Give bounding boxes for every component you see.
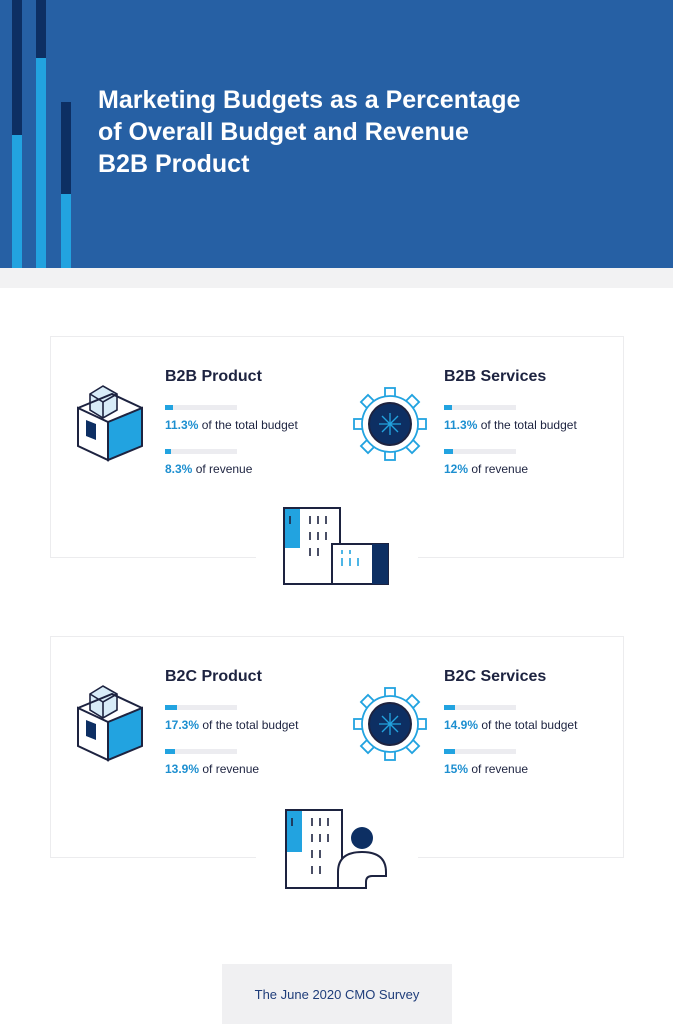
revenue-stat: 15% of revenue xyxy=(444,749,644,779)
stat-value: 8.3% xyxy=(165,462,193,476)
progress-track xyxy=(165,405,237,410)
progress-track xyxy=(444,705,516,710)
footer-source: The June 2020 CMO Survey xyxy=(222,964,452,1024)
progress-track xyxy=(165,705,237,710)
header-banner: Marketing Budgets as a Percentage of Ove… xyxy=(0,0,673,268)
category-label: B2B Services xyxy=(444,368,547,385)
building-person-icon xyxy=(285,809,387,889)
stat-text: of revenue xyxy=(199,762,260,776)
stat-text: of the total budget xyxy=(477,418,577,432)
progress-fill xyxy=(165,705,177,710)
gear-icon xyxy=(353,387,427,461)
progress-fill xyxy=(165,749,175,754)
stat-text: of revenue xyxy=(468,462,529,476)
revenue-stat: 12% of revenue xyxy=(444,449,644,479)
progress-fill xyxy=(444,405,452,410)
budget-stat: 14.9% of the total budget xyxy=(444,705,644,735)
progress-track xyxy=(444,749,516,754)
stat-value: 11.3% xyxy=(165,418,199,432)
decorative-bar xyxy=(36,0,46,268)
progress-track xyxy=(444,405,516,410)
stat-value: 14.9% xyxy=(444,718,479,732)
page-title: Marketing Budgets as a Percentage of Ove… xyxy=(98,84,638,180)
budget-stat: 11.3% of the total budget xyxy=(165,405,365,435)
divider-band xyxy=(0,268,673,288)
stat-value: 15% xyxy=(444,762,469,776)
stat-text: of the total budget xyxy=(198,418,298,432)
progress-fill xyxy=(165,405,173,410)
progress-fill xyxy=(444,449,453,454)
title-line: of Overall Budget and Revenue xyxy=(98,118,469,146)
progress-fill xyxy=(444,705,455,710)
b2b-card xyxy=(50,336,624,558)
box-icon xyxy=(77,685,143,762)
b2c-card xyxy=(50,636,624,858)
gear-icon xyxy=(353,687,427,761)
progress-track xyxy=(444,449,516,454)
stat-text: of the total budget xyxy=(199,718,299,732)
decorative-bar xyxy=(61,102,71,268)
category-label: B2C Services xyxy=(444,668,547,685)
budget-stat: 17.3% of the total budget xyxy=(165,705,365,735)
title-line: B2B Product xyxy=(98,150,250,178)
stat-text: of revenue xyxy=(192,462,253,476)
stat-text: of revenue xyxy=(468,762,529,776)
progress-track xyxy=(165,449,237,454)
revenue-stat: 8.3% of revenue xyxy=(165,449,365,479)
footer-text: The June 2020 CMO Survey xyxy=(254,987,420,1002)
stat-text: of the total budget xyxy=(478,718,578,732)
stat-value: 17.3% xyxy=(165,718,200,732)
budget-stat: 11.3% of the total budget xyxy=(444,405,644,435)
title-line: Marketing Budgets as a Percentage xyxy=(98,86,521,114)
category-label: B2B Product xyxy=(165,368,262,385)
category-label: B2C Product xyxy=(165,668,262,685)
progress-fill xyxy=(444,749,455,754)
box-icon xyxy=(77,385,143,462)
progress-fill xyxy=(165,449,171,454)
progress-track xyxy=(165,749,237,754)
stat-value: 13.9% xyxy=(165,762,200,776)
revenue-stat: 13.9% of revenue xyxy=(165,749,365,779)
stat-value: 11.3% xyxy=(444,418,478,432)
decorative-bar xyxy=(12,0,22,268)
buildings-icon xyxy=(283,507,389,585)
stat-value: 12% xyxy=(444,462,469,476)
